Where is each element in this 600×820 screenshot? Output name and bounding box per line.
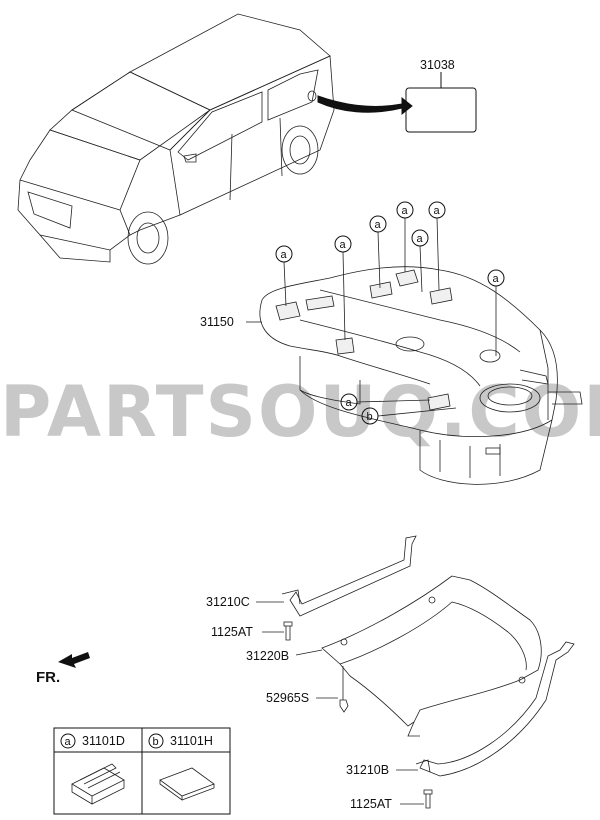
pad-a-icon	[71, 763, 125, 805]
svg-text:a: a	[65, 736, 72, 748]
legend-a: a 31101D	[60, 733, 125, 749]
svg-text:31101D: 31101D	[82, 734, 125, 748]
legend-table: a 31101D b 31101H	[53, 727, 231, 815]
callout-a-7: a	[487, 269, 505, 287]
protector-number: 31220B	[246, 649, 289, 663]
bolt-front-number: 1125AT	[211, 625, 253, 639]
svg-text:b: b	[153, 736, 159, 748]
svg-text:a: a	[434, 205, 441, 217]
band-front-number: 31210C	[206, 595, 250, 609]
band-rear	[415, 641, 575, 777]
vehicle-illustration	[17, 13, 335, 265]
heat-protector	[321, 575, 542, 737]
bolt-rear	[423, 789, 433, 809]
svg-text:a: a	[417, 233, 424, 245]
pad-b-icon	[159, 767, 215, 801]
band-rear-number: 31210B	[346, 763, 389, 777]
clip-number: 52965S	[266, 691, 309, 705]
fuel-tank	[259, 266, 583, 485]
part-leaders	[256, 601, 424, 805]
callout-a-5: a	[411, 229, 429, 247]
svg-text:a: a	[346, 397, 353, 409]
svg-text:a: a	[281, 249, 288, 261]
callout-a-8: a	[340, 393, 358, 411]
bolt-rear-number: 1125AT	[350, 797, 392, 811]
svg-text:a: a	[402, 205, 409, 217]
callout-a-4: a	[396, 201, 414, 219]
label-card-number: 31038	[420, 58, 455, 72]
callout-a-3: a	[369, 215, 387, 233]
front-direction-indicator: FR.	[36, 652, 90, 686]
svg-text:31101H: 31101H	[170, 734, 213, 748]
legend-b: b 31101H	[148, 733, 213, 749]
svg-text:a: a	[493, 273, 500, 285]
direction-label: FR.	[36, 669, 60, 686]
callout-leaders	[246, 217, 497, 417]
svg-text:b: b	[367, 411, 373, 423]
fuel-tank-number: 31150	[200, 315, 234, 329]
callout-a-1: a	[275, 245, 293, 263]
tank-pads	[275, 269, 453, 411]
svg-text:a: a	[340, 239, 347, 251]
bolt-front	[283, 621, 293, 641]
callout-b-1: b	[361, 407, 379, 425]
svg-text:a: a	[375, 219, 382, 231]
band-front	[281, 535, 417, 617]
callout-a-6: a	[428, 201, 446, 219]
direction-arrow-icon	[58, 652, 90, 668]
clip	[339, 666, 349, 713]
label-pointer-arrow	[317, 95, 413, 116]
label-card	[405, 87, 477, 133]
callout-a-2: a	[334, 235, 352, 253]
